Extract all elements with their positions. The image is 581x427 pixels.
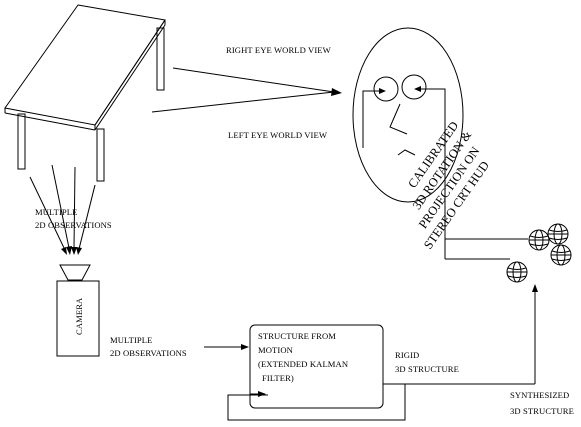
sfm-label-line2: MOTION xyxy=(258,345,294,355)
multiple-obs-2-line2: 2D OBSERVATIONS xyxy=(110,348,187,358)
hud-feed-left xyxy=(363,91,382,148)
table-top-side-bottom xyxy=(95,25,165,130)
left-eye xyxy=(374,77,398,101)
table-leg-front-left xyxy=(18,114,25,169)
nose xyxy=(390,104,407,134)
rigid-label-line1: RIGID xyxy=(395,350,419,360)
sphere-2 xyxy=(548,224,568,244)
sphere-4 xyxy=(507,262,527,282)
table-illustration xyxy=(5,5,165,181)
camera-label-group: CAMERA xyxy=(74,297,84,335)
sfm-feedback-loop xyxy=(228,384,405,420)
multiple-obs-2-line1: MULTIPLE xyxy=(110,335,153,345)
multiple-obs-1-line1: MULTIPLE xyxy=(35,207,78,217)
table-top-side xyxy=(95,20,165,125)
synthesized-spheres xyxy=(507,224,571,282)
sphere-1 xyxy=(529,230,549,250)
synthesized-arrowhead xyxy=(532,284,538,292)
mouth xyxy=(398,150,415,155)
camera-to-sfm-arrowhead xyxy=(241,344,249,350)
camera-lens xyxy=(60,265,90,280)
table-leg-back-right xyxy=(157,28,164,90)
sfm-label-line3: (EXTENDED KALMAN xyxy=(258,359,349,369)
rigid-label-line2: 3D STRUCTURE xyxy=(395,364,459,374)
hud-feed-right-arrowhead xyxy=(414,86,421,92)
synth-label-line2: 3D STRUCTURE xyxy=(510,406,574,416)
sfm-label-line1: STRUCTURE FROM xyxy=(258,331,336,341)
camera-label: CAMERA xyxy=(74,297,84,335)
sphere-3 xyxy=(551,245,571,265)
left-eye-label: LEFT EYE WORLD VIEW xyxy=(228,130,328,140)
hud-feed-left-arrowhead xyxy=(379,88,386,94)
table-top xyxy=(5,5,165,125)
table-leg-front-right xyxy=(97,129,104,181)
right-eye-label: RIGHT EYE WORLD VIEW xyxy=(226,45,332,55)
sfm-feedback-arrowhead xyxy=(258,391,266,397)
face-outline xyxy=(353,28,463,202)
sfm-label-line4: FILTER) xyxy=(262,373,294,383)
left-eye-arrow-line xyxy=(152,92,334,112)
face-illustration xyxy=(353,28,463,202)
multiple-obs-1-line2: 2D OBSERVATIONS xyxy=(35,220,112,230)
synth-label-line1: SYNTHESIZED xyxy=(510,390,569,400)
right-eye-arrow-line xyxy=(173,68,334,92)
right-eye xyxy=(402,75,426,99)
